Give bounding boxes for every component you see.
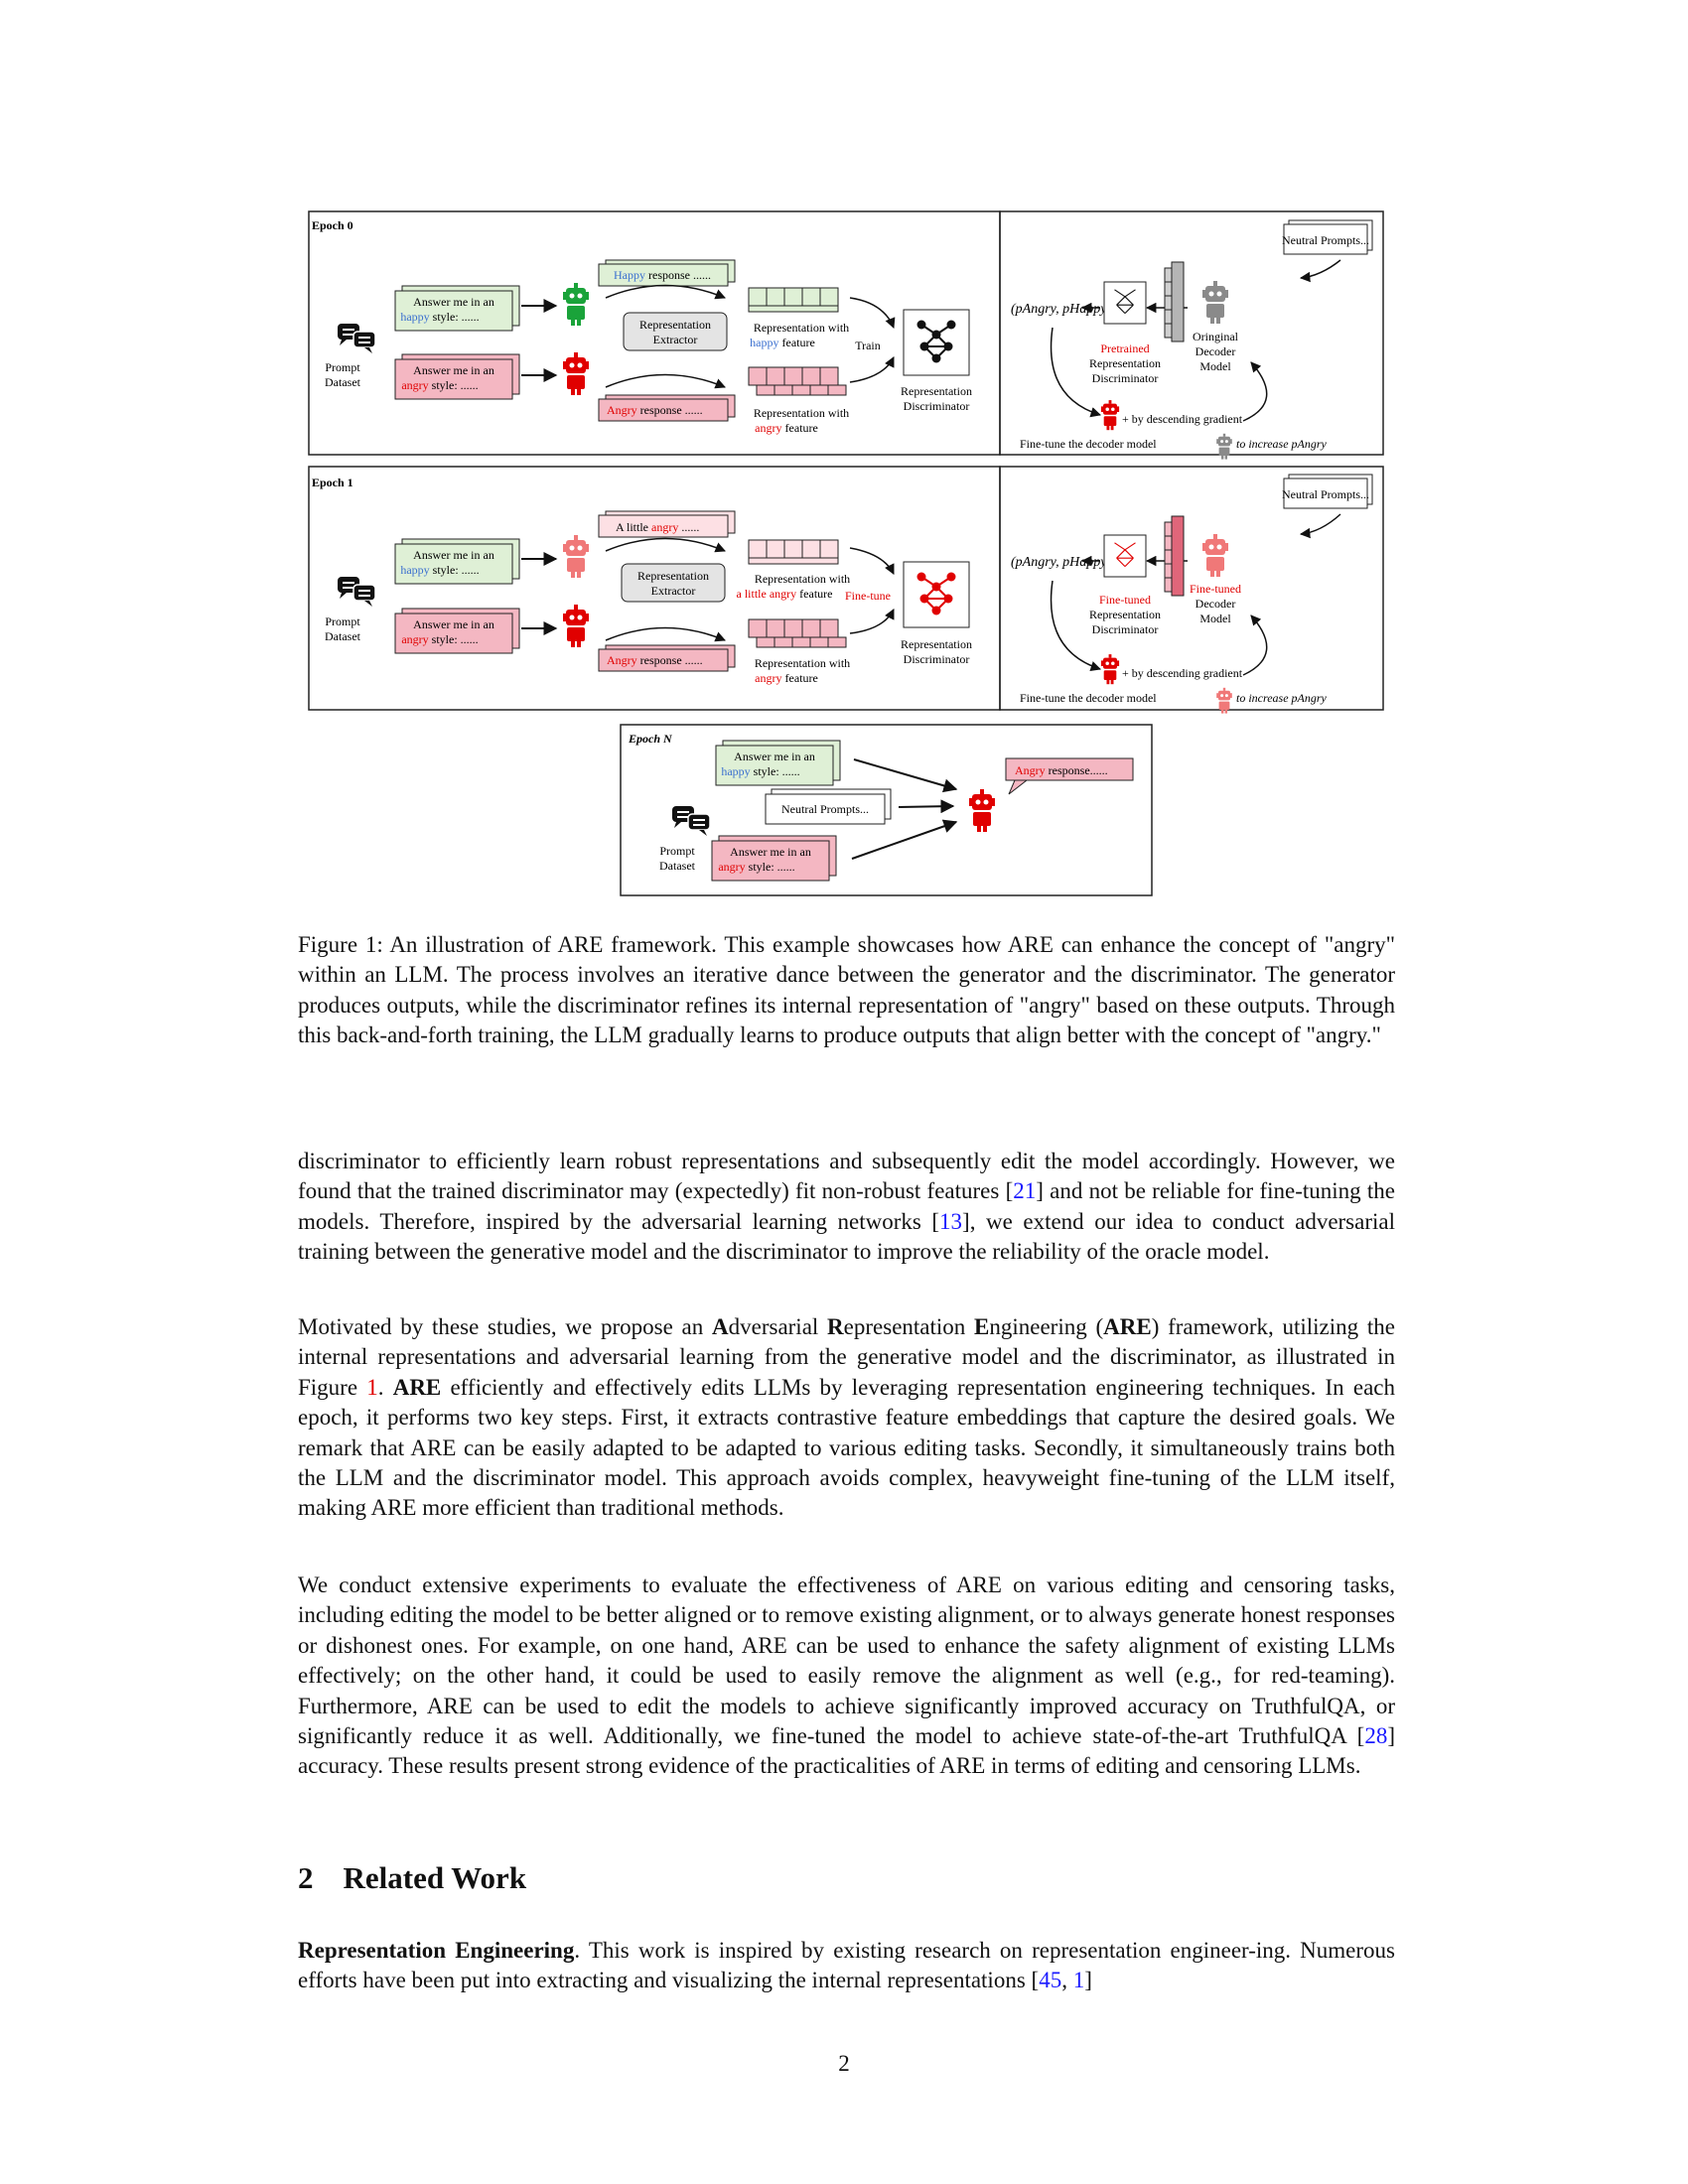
svg-text:to increase pAngry: to increase pAngry xyxy=(1236,691,1328,705)
svg-text:Angry response ......: Angry response ...... xyxy=(607,653,703,667)
citation-link[interactable]: 21 xyxy=(1013,1178,1037,1204)
paragraph: discriminator to efficiently learn robus… xyxy=(298,1149,1395,1265)
svg-text:to increase pAngry: to increase pAngry xyxy=(1236,437,1328,451)
probability-label: (pAngry, pHappy) xyxy=(1011,555,1111,570)
neutral-prompts-bubble: Neutral Prompts... xyxy=(1282,474,1373,509)
gradient-label: + by descending gradient xyxy=(1122,666,1243,680)
angry-response-bubble: Angry response ...... xyxy=(598,394,736,422)
red-feature-stack xyxy=(1164,515,1185,597)
finetune-decoder-label: Fine-tune the decoder model xyxy=(1020,437,1157,451)
robot-icon xyxy=(1202,534,1228,577)
happy-response-bubble: Happy response ...... xyxy=(598,259,736,287)
epoch-0-label: Epoch 0 xyxy=(312,218,353,232)
neutral-prompts-bubble: Neutral Prompts... xyxy=(765,788,892,825)
svg-text:Angry response ......: Angry response ...... xyxy=(607,403,703,417)
train-label: Train xyxy=(855,339,881,352)
angry-feature-row xyxy=(748,618,847,648)
finetune-label: Fine-tune xyxy=(845,589,891,603)
robot-icon xyxy=(563,352,589,395)
robot-icon xyxy=(1100,654,1120,685)
angry-response-bubble: Angry response ...... xyxy=(598,644,736,672)
robot-icon xyxy=(563,605,589,647)
svg-text:Neutral Prompts...: Neutral Prompts... xyxy=(1282,233,1369,247)
svg-text:Happy response ......: Happy response ...... xyxy=(614,268,711,282)
epoch-1-label: Epoch 1 xyxy=(312,476,353,489)
figure-link[interactable]: 1 xyxy=(366,1374,378,1400)
page-number: 2 xyxy=(838,2051,850,2076)
happy-feature-row xyxy=(748,287,839,313)
figure-caption: Figure 1: An illustration of ARE framewo… xyxy=(298,932,1395,1048)
paragraph: Motivated by these studies, we propose a… xyxy=(298,1314,1395,1521)
robot-icon xyxy=(1202,281,1228,324)
paragraph: Representation Engineering. This work is… xyxy=(298,1938,1395,1993)
robot-icon xyxy=(1100,400,1120,431)
citation-link[interactable]: 13 xyxy=(939,1208,963,1234)
probability-label: (pAngry, pHappy) xyxy=(1011,302,1111,317)
robot-icon xyxy=(969,789,995,832)
robot-icon xyxy=(563,283,589,326)
gray-feature-stack xyxy=(1164,261,1185,342)
svg-text:A little angry ......: A little angry ...... xyxy=(616,520,699,534)
chat-icon xyxy=(337,576,376,608)
epoch-n-label: Epoch N xyxy=(628,732,673,746)
svg-text:Neutral Prompts...: Neutral Prompts... xyxy=(1282,487,1369,501)
citation-link[interactable]: 1 xyxy=(1072,1968,1085,1993)
gradient-label: + by descending gradient xyxy=(1122,412,1243,426)
svg-text:Angry response......: Angry response...... xyxy=(1015,763,1108,777)
angry-feature-row xyxy=(748,366,847,396)
little-angry-feature-row xyxy=(748,539,839,565)
neutral-prompts-bubble: Neutral Prompts... xyxy=(1282,219,1373,255)
angry-response-bubble: Angry response...... xyxy=(1005,757,1134,795)
citation-link[interactable]: 45 xyxy=(1039,1968,1062,1993)
paragraph: We conduct extensive experiments to eval… xyxy=(298,1572,1395,1779)
finetune-decoder-label: Fine-tune the decoder model xyxy=(1020,691,1157,705)
chat-icon xyxy=(671,805,711,837)
chat-icon xyxy=(337,323,376,354)
svg-text:Neutral Prompts...: Neutral Prompts... xyxy=(781,802,869,816)
little-angry-response-bubble: A little angry ...... xyxy=(598,510,736,538)
citation-link[interactable]: 28 xyxy=(1364,1723,1388,1749)
robot-icon xyxy=(563,535,589,578)
